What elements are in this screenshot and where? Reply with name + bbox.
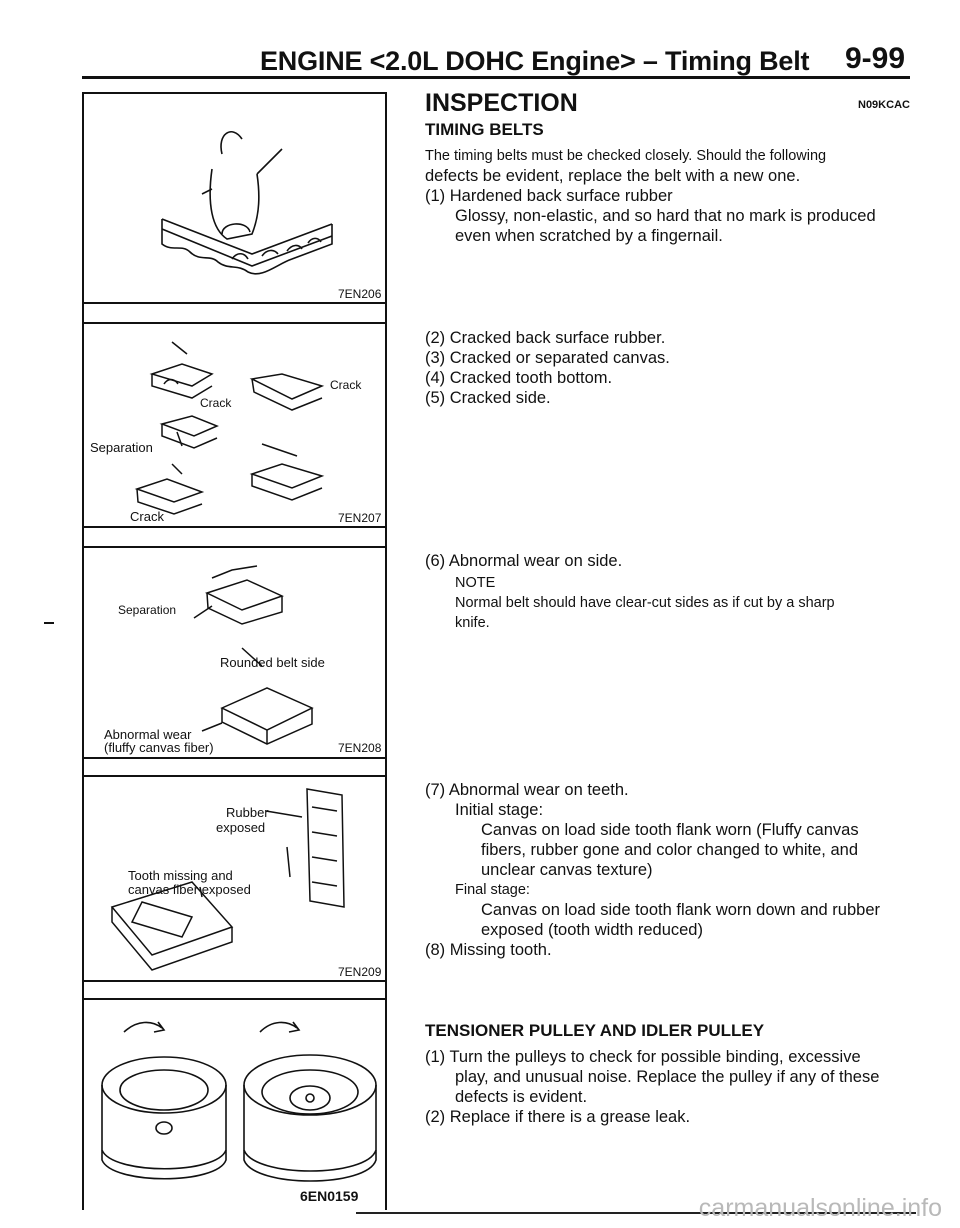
- separation-label: Separation: [90, 440, 153, 455]
- paragraph-line: Canvas on load side tooth flank worn dow…: [481, 901, 881, 919]
- figure-divider: [82, 998, 387, 1000]
- inspection-text-block-1: The timing belts must be checked closely…: [425, 146, 915, 246]
- paragraph-line: fibers, rubber gone and color changed to…: [481, 841, 859, 859]
- paragraph-line: Glossy, non-elastic, and so hard that no…: [455, 207, 876, 225]
- fluffy-fiber-label: (fluffy canvas fiber): [104, 740, 214, 755]
- subheading-timing-belts: TIMING BELTS: [425, 120, 544, 139]
- figure-code: 7EN208: [338, 741, 382, 755]
- paragraph-line: play, and unusual noise. Replace the pul…: [455, 1068, 880, 1086]
- figure-divider: [82, 322, 387, 324]
- paragraph-line: The timing belts must be checked closely…: [425, 148, 827, 164]
- paragraph-line: unclear canvas texture): [481, 861, 653, 879]
- paragraph-line: Canvas on load side tooth flank worn (Fl…: [481, 821, 859, 839]
- header-rule: [82, 76, 910, 79]
- figure-divider: [82, 526, 387, 528]
- list-item: (5) Cracked side.: [425, 389, 551, 407]
- inspection-text-block-3: (6) Abnormal wear on side. NOTE Normal b…: [425, 551, 915, 633]
- figure-code: 7EN209: [338, 965, 382, 979]
- crack-label: Crack: [330, 378, 362, 392]
- subheading-pulleys: TENSIONER PULLEY AND IDLER PULLEY: [425, 1021, 765, 1040]
- belt-side-wear-illustration: [193, 565, 314, 745]
- figure-divider: [82, 757, 387, 759]
- paragraph-line: defects be evident, replace the belt wit…: [425, 167, 801, 185]
- list-item: (1) Hardened back surface rubber: [425, 187, 673, 205]
- figure-divider: [82, 302, 387, 304]
- figure-divider: [82, 980, 387, 982]
- crack-label: Crack: [200, 396, 232, 410]
- section-heading: INSPECTION: [425, 89, 578, 117]
- pulley-text-block: (1) Turn the pulleys to check for possib…: [425, 1047, 915, 1127]
- list-item: (7) Abnormal wear on teeth.: [425, 781, 629, 799]
- figure-divider: [82, 546, 387, 548]
- inspection-text-block-4: (7) Abnormal wear on teeth. Initial stag…: [425, 780, 915, 960]
- tooth-missing-label: Tooth missing and: [128, 868, 233, 883]
- section-code: N09KCAC: [858, 99, 910, 111]
- figure-right-border: [385, 92, 387, 1210]
- list-item: (6) Abnormal wear on side.: [425, 552, 623, 570]
- finger-on-belt-illustration: [161, 131, 333, 275]
- belt-cracks-illustration: [134, 341, 325, 515]
- paragraph-line: defects is evident.: [455, 1088, 588, 1106]
- figure-code: 7EN207: [338, 511, 382, 525]
- abnormal-wear-label: Abnormal wear: [104, 727, 192, 742]
- figure-left-border: [82, 92, 84, 1210]
- pulleys-illustration: [101, 1021, 377, 1182]
- page-header-title: ENGINE <2.0L DOHC Engine> – Timing Belt: [260, 46, 810, 76]
- footer-rule: [356, 1212, 916, 1214]
- rounded-side-label: Rounded belt side: [220, 655, 325, 670]
- exposed-label: exposed: [216, 820, 266, 835]
- separation-label: Separation: [118, 603, 177, 617]
- stage-label: Initial stage:: [455, 801, 544, 819]
- rubber-label: Rubber: [226, 805, 269, 820]
- note-line: knife.: [455, 615, 490, 631]
- page-number: 9-99: [845, 42, 906, 75]
- figure-code: 7EN206: [338, 287, 382, 301]
- inspection-text-block-2: (2) Cracked back surface rubber. (3) Cra…: [425, 328, 915, 408]
- paragraph-line: even when scratched by a fingernail.: [455, 227, 723, 245]
- belt-missing-tooth-illustration: [110, 788, 345, 971]
- crack-label: Crack: [130, 509, 164, 524]
- canvas-fiber-label: canvas fiber exposed: [128, 882, 251, 897]
- note-line: Normal belt should have clear-cut sides …: [455, 595, 835, 611]
- watermark-text: carmanualsonline.info: [698, 1194, 942, 1222]
- figure-code: 6EN0159: [300, 1188, 359, 1204]
- list-item: (4) Cracked tooth bottom.: [425, 369, 613, 387]
- figure-divider: [82, 92, 387, 94]
- figure-divider: [82, 775, 387, 777]
- list-item: (2) Cracked back surface rubber.: [425, 329, 666, 347]
- stage-label: Final stage:: [455, 882, 530, 898]
- paragraph-line: exposed (tooth width reduced): [481, 921, 703, 939]
- list-item: (1) Turn the pulleys to check for possib…: [425, 1048, 861, 1066]
- margin-mark: [44, 622, 54, 624]
- list-item: (8) Missing tooth.: [425, 941, 552, 959]
- note-label: NOTE: [455, 575, 496, 591]
- list-item: (3) Cracked or separated canvas.: [425, 349, 670, 367]
- list-item: (2) Replace if there is a grease leak.: [425, 1108, 691, 1126]
